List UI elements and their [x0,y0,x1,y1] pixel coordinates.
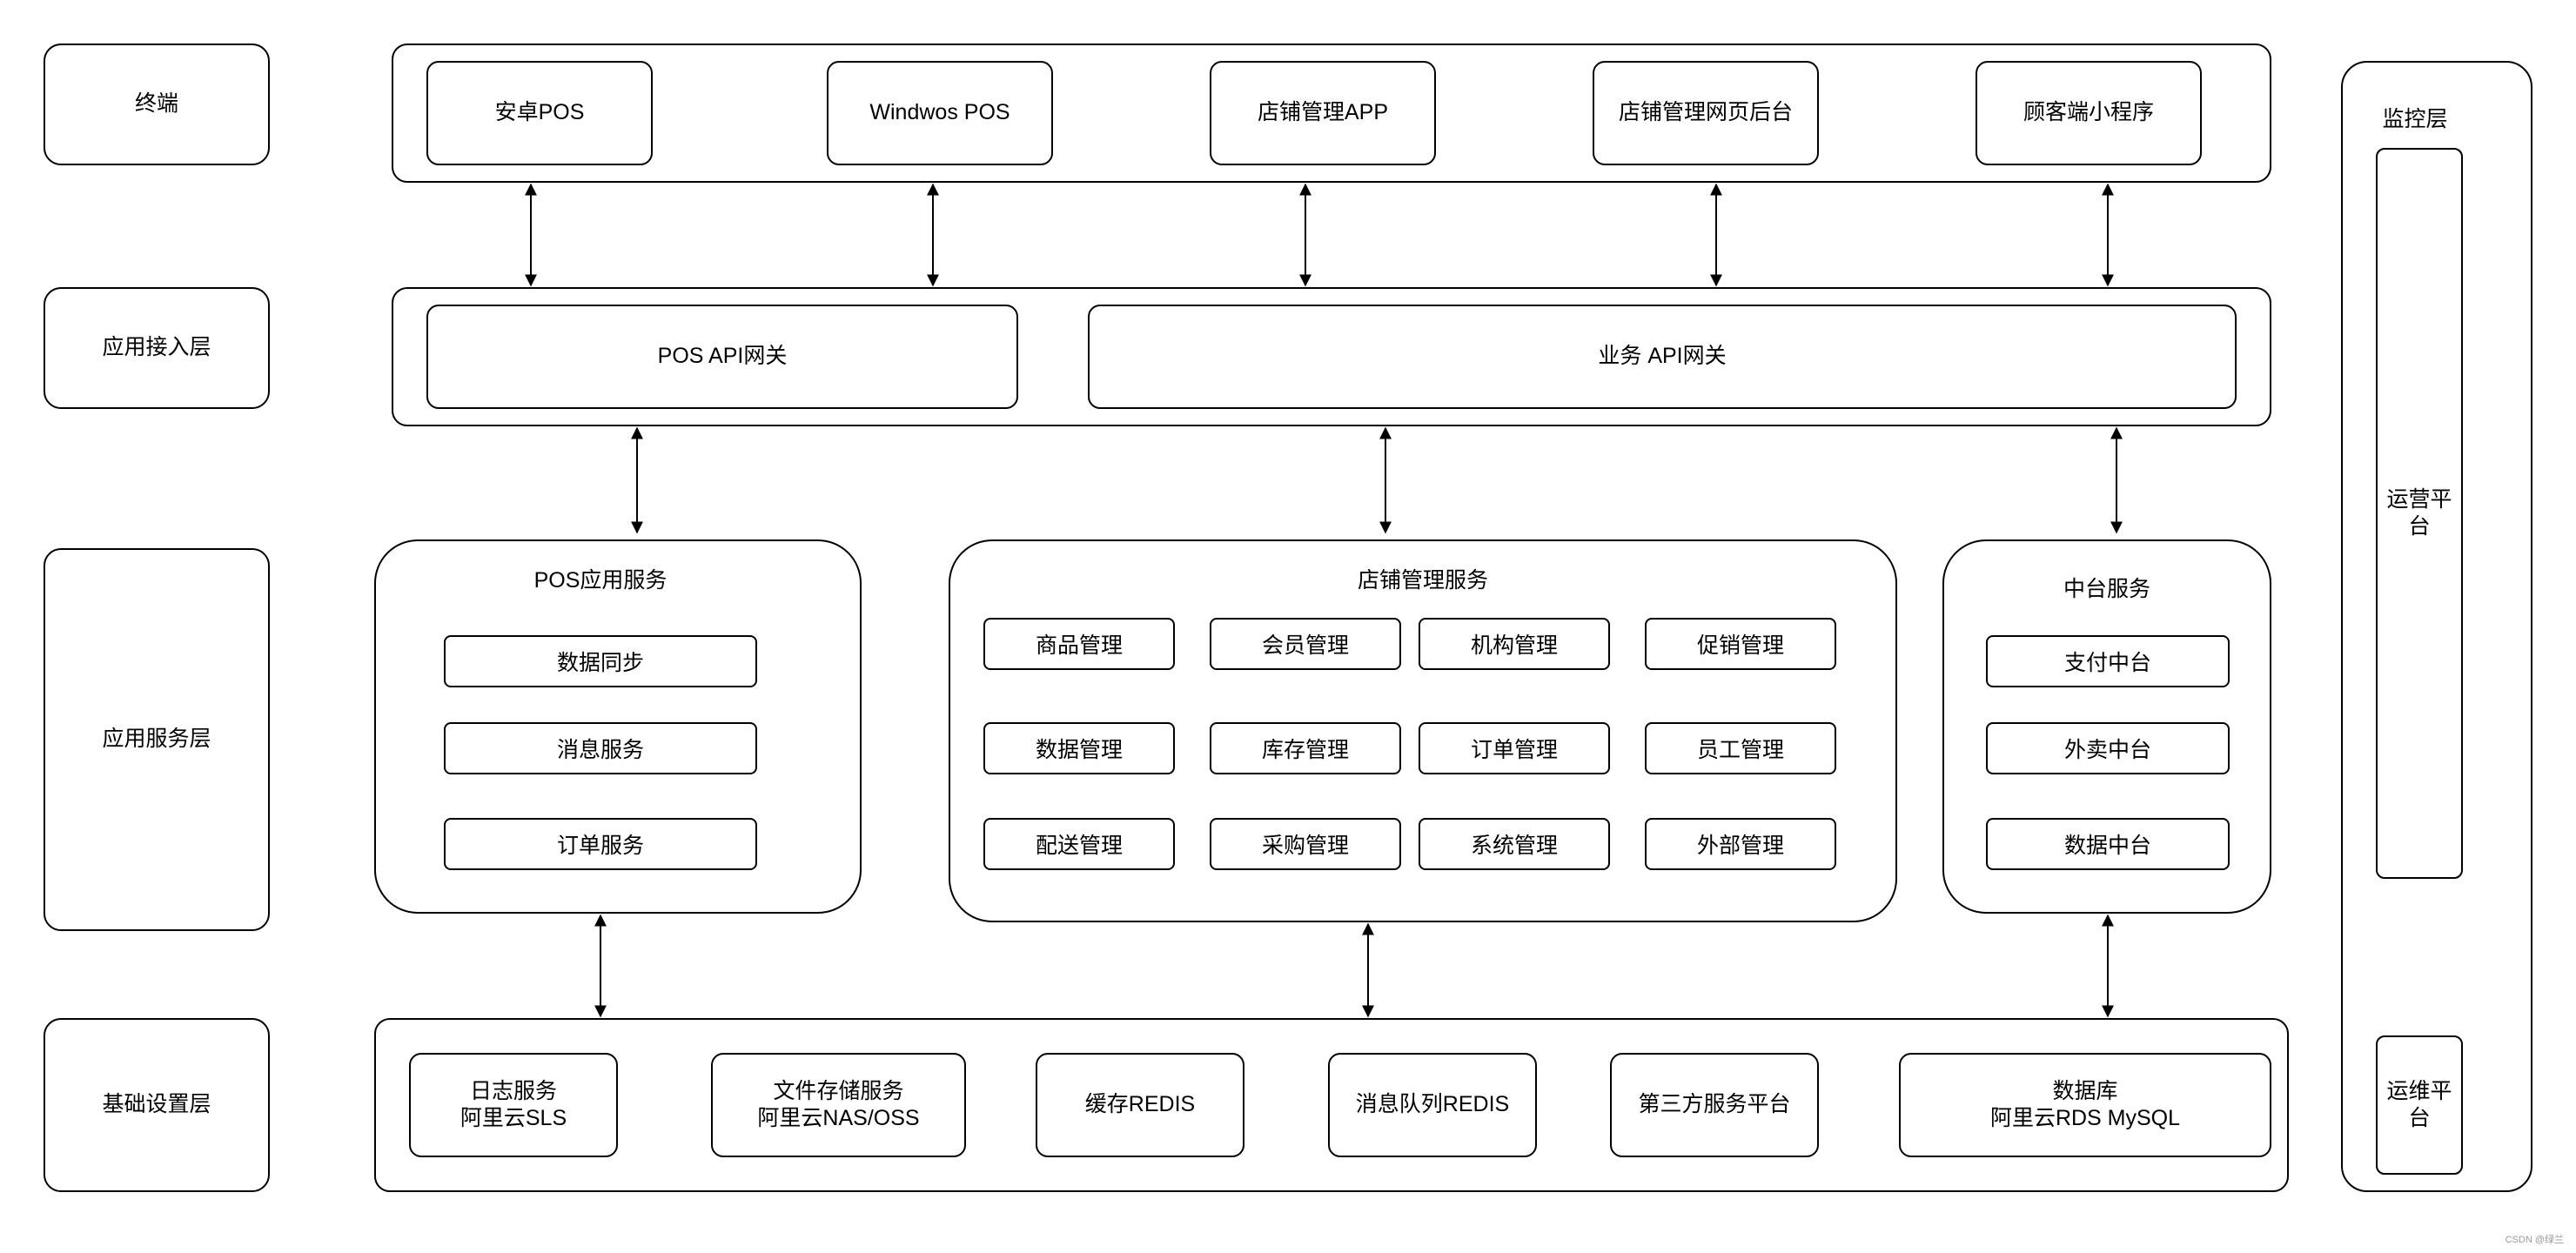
store-service-item-label: 促销管理 [1696,633,1784,658]
middle-service-item: 数据中台 [1986,818,2230,870]
store-service-item-label: 采购管理 [1261,834,1349,858]
store-service-item-label: 外部管理 [1696,834,1784,858]
store-service-item-label: 商品管理 [1035,633,1123,658]
store-service-title: 店铺管理服务 [1357,568,1488,593]
terminal-customer-miniapp-label: 顾客端小程序 [2023,100,2154,125]
store-service-item: 员工管理 [1645,722,1836,774]
pos-api-gateway: POS API网关 [426,305,1018,409]
infra-item-cache: 缓存REDIS [1036,1053,1244,1157]
store-service-item: 库存管理 [1210,722,1401,774]
store-service-item: 会员管理 [1210,618,1401,670]
layer-label-access-text: 应用接入层 [102,335,211,360]
pos-service-item-label: 订单服务 [556,834,644,858]
pos-service-title: POS应用服务 [533,568,667,593]
store-service-item-label: 数据管理 [1035,738,1123,762]
store-service-item-label: 会员管理 [1261,633,1349,658]
terminal-windows-pos: Windwos POS [827,61,1053,165]
middle-service-item: 支付中台 [1986,635,2230,687]
store-service-item: 采购管理 [1210,818,1401,870]
pos-service-item: 订单服务 [444,818,757,870]
terminal-windows-pos-label: Windwos POS [869,100,1010,125]
terminal-store-web-label: 店铺管理网页后台 [1618,100,1793,125]
pos-service-item: 消息服务 [444,722,757,774]
infra-item-file-storage: 文件存储服务 阿里云NAS/OSS [711,1053,966,1157]
watermark: CSDN @绿兰 [2505,1235,2564,1245]
middle-service-title: 中台服务 [2063,577,2150,601]
infra-item-mq-label: 消息队列REDIS [1355,1092,1510,1117]
store-service-item: 机构管理 [1419,618,1610,670]
layer-label-terminal-text: 终端 [134,91,178,117]
store-service-item-label: 系统管理 [1470,834,1558,858]
store-service-item-label: 配送管理 [1035,834,1123,858]
pos-service-item-label: 数据同步 [556,651,644,675]
infra-item-log-label: 日志服务 阿里云SLS [460,1078,567,1130]
layer-label-service: 应用服务层 [44,548,270,931]
store-service-item: 数据管理 [983,722,1175,774]
monitor-title: 监控层 [2382,107,2448,131]
infra-item-third-party-label: 第三方服务平台 [1638,1092,1791,1117]
store-service-item: 配送管理 [983,818,1175,870]
store-service-item-label: 员工管理 [1696,738,1784,762]
store-service-item-label: 库存管理 [1261,738,1349,762]
business-api-gateway: 业务 API网关 [1088,305,2237,409]
terminal-android-pos: 安卓POS [426,61,653,165]
pos-service-item: 数据同步 [444,635,757,687]
infra-item-third-party: 第三方服务平台 [1610,1053,1819,1157]
store-service-item: 订单管理 [1419,722,1610,774]
store-service-item: 商品管理 [983,618,1175,670]
layer-label-terminal: 终端 [44,44,270,165]
store-service-item: 系统管理 [1419,818,1610,870]
terminal-store-app: 店铺管理APP [1210,61,1436,165]
layer-label-infra-text: 基础设置层 [102,1092,211,1117]
terminal-store-web: 店铺管理网页后台 [1593,61,1819,165]
maint-platform-label: 运维平 台 [2386,1078,2452,1130]
middle-service-item-label: 数据中台 [2063,834,2151,858]
infra-item-cache-label: 缓存REDIS [1084,1092,1196,1117]
maint-platform: 运维平 台 [2376,1035,2463,1175]
store-service-item: 促销管理 [1645,618,1836,670]
infra-item-database-label: 数据库 阿里云RDS MySQL [1989,1078,2181,1130]
layer-label-infra: 基础设置层 [44,1018,270,1192]
infra-item-mq: 消息队列REDIS [1328,1053,1537,1157]
infra-item-log: 日志服务 阿里云SLS [409,1053,618,1157]
ops-platform: 运营平 台 [2376,148,2463,879]
business-api-gateway-label: 业务 API网关 [1598,344,1727,369]
terminal-customer-miniapp: 顾客端小程序 [1976,61,2202,165]
middle-service-item-label: 外卖中台 [2063,738,2151,762]
store-service-item-label: 订单管理 [1470,738,1558,762]
middle-service-item: 外卖中台 [1986,722,2230,774]
layer-label-access: 应用接入层 [44,287,270,409]
infra-item-file-storage-label: 文件存储服务 阿里云NAS/OSS [757,1078,920,1130]
store-service-item: 外部管理 [1645,818,1836,870]
pos-service-item-label: 消息服务 [556,738,644,762]
terminal-store-app-label: 店铺管理APP [1257,100,1389,125]
middle-service-item-label: 支付中台 [2063,651,2151,675]
terminal-android-pos-label: 安卓POS [494,100,585,125]
layer-label-service-text: 应用服务层 [102,727,211,752]
store-service-item-label: 机构管理 [1470,633,1558,658]
ops-platform-label: 运营平 台 [2386,486,2452,539]
infra-item-database: 数据库 阿里云RDS MySQL [1899,1053,2271,1157]
pos-api-gateway-label: POS API网关 [657,344,788,369]
